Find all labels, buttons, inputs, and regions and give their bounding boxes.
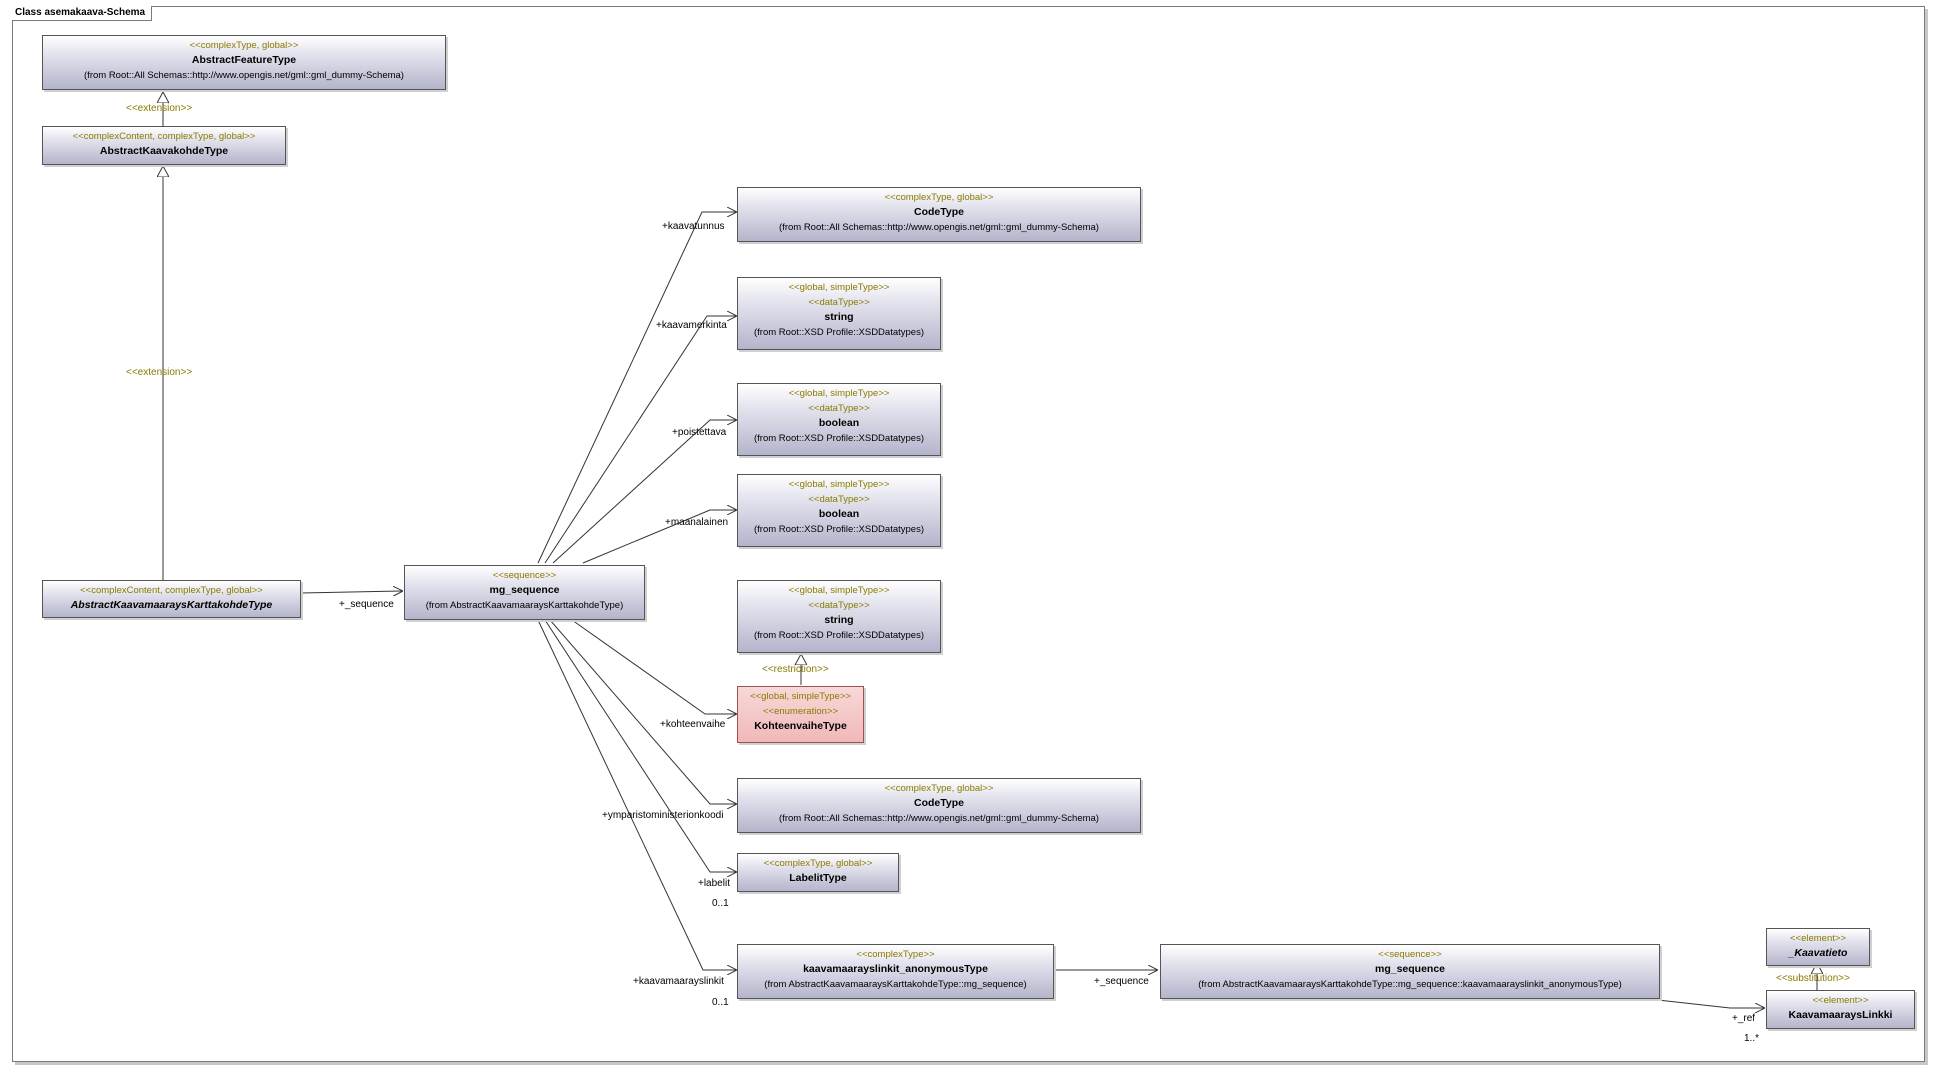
class-abstract-kaavamaarays-karttakohde-type[interactable]: <<complexContent, complexType, global>> …: [42, 580, 301, 618]
link-ref: [1639, 997, 1765, 1008]
link-kaavatunnus: [537, 212, 737, 564]
class-kaavatieto[interactable]: <<element>> _Kaavatieto: [1766, 928, 1870, 966]
class-name: kaavamaarayslinkit_anonymousType: [803, 963, 988, 975]
link-ymparistoministerionkoodi: [549, 619, 737, 804]
stereotype: <<complexType, global>>: [884, 192, 994, 203]
class-string-1[interactable]: <<global, simpleType>> <<dataType>> stri…: [737, 277, 941, 350]
extension-label-2: <<extension>>: [126, 367, 193, 378]
class-abstract-feature-type[interactable]: <<complexType, global>> AbstractFeatureT…: [42, 35, 446, 90]
class-name: AbstractKaavamaaraysKarttakohdeType: [70, 599, 273, 611]
class-name: AbstractFeatureType: [191, 54, 297, 66]
class-origin: (from Root::All Schemas::http://www.open…: [779, 813, 1099, 824]
class-code-type-2[interactable]: <<complexType, global>> CodeType (from R…: [737, 778, 1141, 833]
class-code-type-1[interactable]: <<complexType, global>> CodeType (from R…: [737, 187, 1141, 242]
class-origin: (from Root::XSD Profile::XSDDatatypes): [754, 327, 924, 338]
diagram-frame-title: Class asemakaava-Schema: [12, 6, 153, 21]
stereotype: <<complexType>>: [856, 949, 935, 960]
class-origin: (from Root::XSD Profile::XSDDatatypes): [754, 524, 924, 535]
class-name: _Kaavatieto: [1788, 947, 1848, 959]
multiplicity-labelit: 0..1: [712, 898, 729, 909]
class-name: mg_sequence: [489, 584, 560, 596]
stereotype-datatype: <<dataType>>: [808, 600, 870, 611]
class-boolean-1[interactable]: <<global, simpleType>> <<dataType>> bool…: [737, 383, 941, 456]
class-origin: (from AbstractKaavamaaraysKarttakohdeTyp…: [764, 979, 1027, 990]
stereotype: <<element>>: [1812, 995, 1869, 1006]
role-label-labelit: +labelit: [698, 878, 730, 889]
stereotype: <<complexType, global>>: [763, 858, 873, 869]
class-kaavamaarays-linkki[interactable]: <<element>> KaavamaaraysLinkki: [1766, 990, 1915, 1029]
class-name: CodeType: [914, 206, 964, 218]
multiplicity-kaavamaarayslinkit: 0..1: [712, 997, 729, 1008]
link-kaavamaarayslinkit: [537, 619, 737, 970]
role-label-sequence-2: +_sequence: [1094, 976, 1149, 987]
role-label-ref: +_ref: [1732, 1013, 1756, 1024]
multiplicity-ref: 1..*: [1744, 1033, 1760, 1044]
class-kaavamaarayslinkit-anonymous-type[interactable]: <<complexType>> kaavamaarayslinkit_anony…: [737, 944, 1054, 999]
class-name: mg_sequence: [1374, 963, 1446, 975]
class-origin: (from AbstractKaavamaaraysKarttakohdeTyp…: [425, 600, 624, 611]
role-label-kaavamaarayslinkit: +kaavamaarayslinkit: [633, 976, 724, 987]
class-name: boolean: [818, 508, 860, 520]
role-label-sequence-1: +_sequence: [339, 599, 394, 610]
stereotype: <<global, simpleType>>: [750, 691, 851, 702]
class-string-2[interactable]: <<global, simpleType>> <<dataType>> stri…: [737, 580, 941, 653]
stereotype: <<element>>: [1790, 933, 1846, 944]
class-origin: (from Root::XSD Profile::XSDDatatypes): [754, 433, 924, 444]
class-name: AbstractKaavakohdeType: [99, 145, 229, 157]
link-kohteenvaihe: [571, 619, 737, 714]
restriction-label: <<restriction>>: [762, 664, 829, 675]
class-name: KaavamaaraysLinkki: [1788, 1009, 1893, 1021]
stereotype-datatype: <<dataType>>: [808, 403, 870, 414]
link-poistettava: [552, 420, 737, 564]
stereotype: <<complexContent, complexType, global>>: [72, 131, 256, 142]
stereotype: <<global, simpleType>>: [788, 585, 890, 596]
class-origin: (from Root::All Schemas::http://www.open…: [779, 222, 1099, 233]
class-name: string: [824, 311, 854, 323]
class-name: string: [824, 614, 854, 626]
class-origin: (from Root::XSD Profile::XSDDatatypes): [754, 630, 924, 641]
class-name: CodeType: [914, 797, 964, 809]
stereotype: <<complexType, global>>: [189, 40, 299, 51]
class-name: KohteenvaiheType: [754, 720, 847, 732]
stereotype-datatype: <<dataType>>: [808, 297, 870, 308]
stereotype: <<global, simpleType>>: [788, 388, 890, 399]
stereotype: <<complexType, global>>: [884, 783, 994, 794]
link-kaavamerkinta: [544, 316, 737, 564]
class-abstract-kaavakohde-type[interactable]: <<complexContent, complexType, global>> …: [42, 126, 286, 165]
sequence-link-1: [300, 591, 403, 593]
stereotype-datatype: <<dataType>>: [808, 494, 870, 505]
stereotype: <<sequence>>: [492, 570, 557, 581]
stereotype: <<global, simpleType>>: [788, 282, 890, 293]
stereotype: <<global, simpleType>>: [788, 479, 890, 490]
role-label-ymparistoministerionkoodi: +ymparistoministerionkoodi: [602, 810, 724, 821]
extension-label-1: <<extension>>: [126, 103, 193, 114]
stereotype: <<complexContent, complexType, global>>: [80, 585, 263, 596]
role-label-kaavamerkinta: +kaavamerkinta: [656, 320, 727, 331]
diagram-frame: [12, 6, 1925, 1062]
class-labelit-type[interactable]: <<complexType, global>> LabelitType: [737, 853, 899, 892]
stereotype-enumeration: <<enumeration>>: [762, 706, 838, 717]
link-labelit: [544, 619, 737, 872]
stereotype: <<sequence>>: [1378, 949, 1442, 960]
role-label-poistettava: +poistettava: [672, 427, 727, 438]
substitution-label: <<substitution>>: [1776, 973, 1850, 984]
role-label-maanalainen: +maanalainen: [665, 517, 729, 528]
class-kohteenvaihe-type[interactable]: <<global, simpleType>> <<enumeration>> K…: [737, 686, 864, 743]
role-label-kohteenvaihe: +kohteenvaihe: [660, 719, 726, 730]
class-mg-sequence-main[interactable]: <<sequence>> mg_sequence (from AbstractK…: [404, 565, 645, 620]
class-name: LabelitType: [789, 872, 847, 884]
class-origin: (from AbstractKaavamaaraysKarttakohdeTyp…: [1198, 979, 1622, 990]
role-label-kaavatunnus: +kaavatunnus: [662, 221, 725, 232]
class-origin: (from Root::All Schemas::http://www.open…: [84, 70, 404, 81]
class-boolean-2[interactable]: <<global, simpleType>> <<dataType>> bool…: [737, 474, 941, 547]
class-mg-sequence-2[interactable]: <<sequence>> mg_sequence (from AbstractK…: [1160, 944, 1660, 999]
class-name: boolean: [818, 417, 860, 429]
link-maanalainen: [582, 510, 737, 564]
